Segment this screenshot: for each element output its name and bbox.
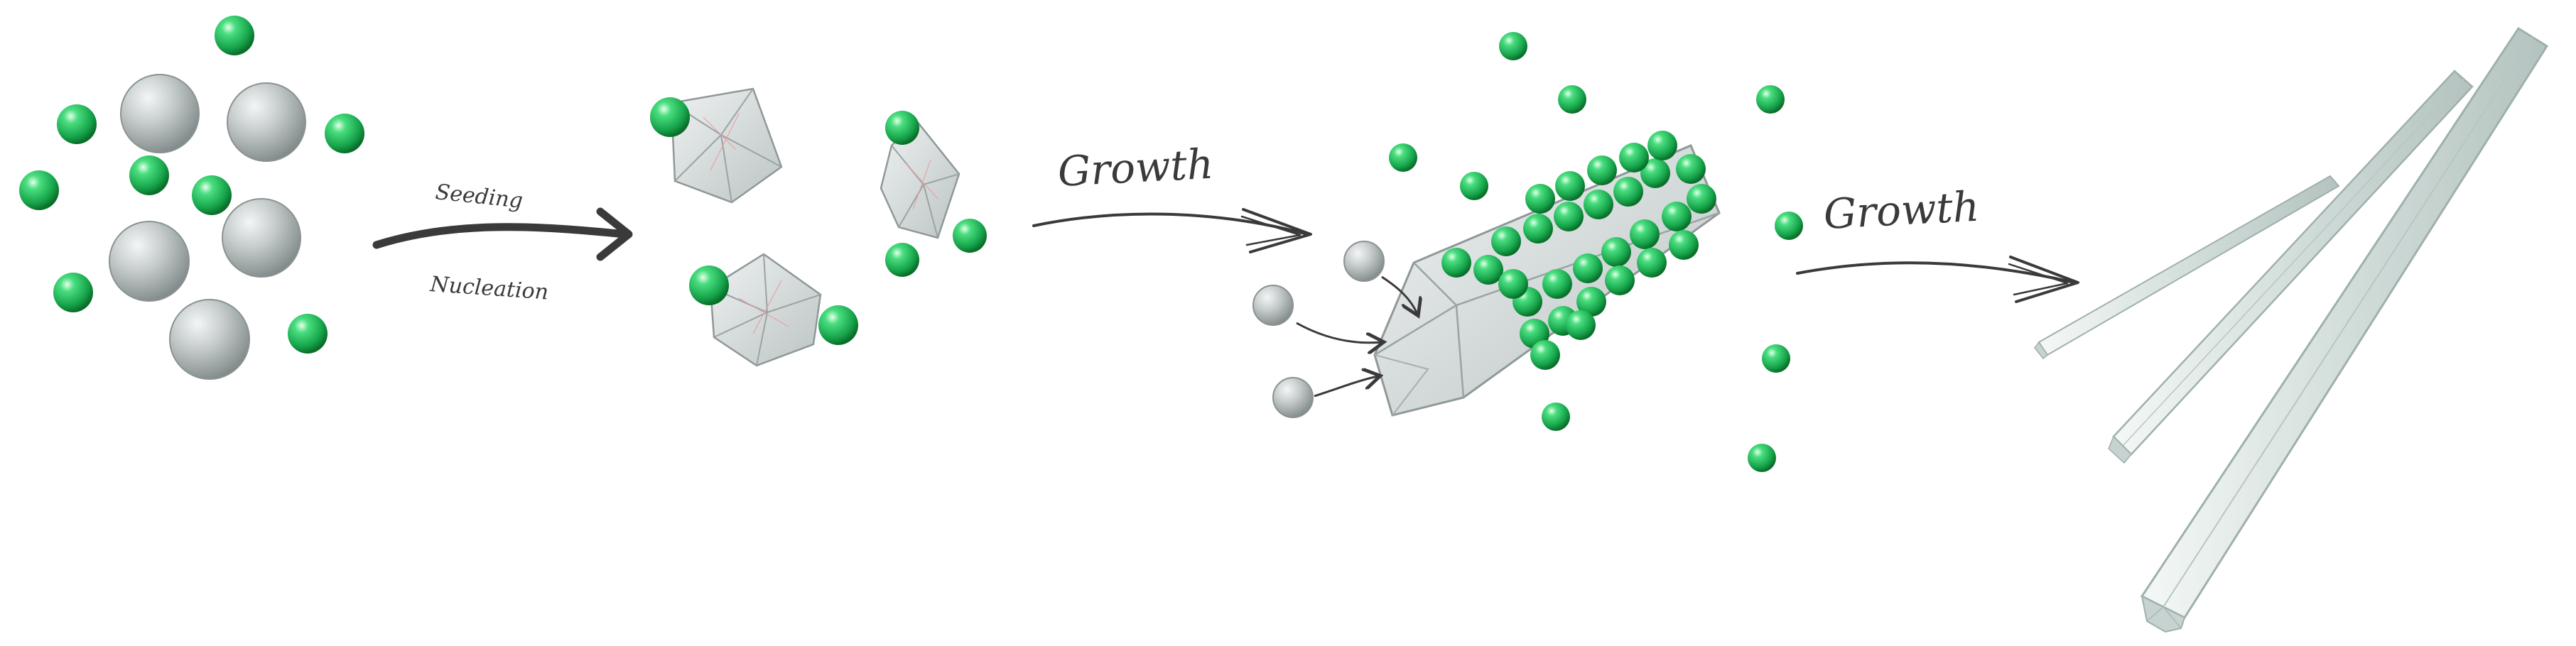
precursor-atom-icon bbox=[19, 16, 364, 354]
growth-arrow-2: Growth bbox=[1796, 182, 2079, 303]
stage-growth bbox=[1252, 32, 1803, 472]
stage-seeds bbox=[19, 16, 364, 380]
seed-particle-icon bbox=[1252, 241, 1385, 418]
precursor-atom-icon bbox=[1441, 131, 1716, 370]
crystal-nucleus-icon bbox=[880, 119, 960, 239]
precursor-atom-icon bbox=[650, 97, 987, 345]
growth-label-1: Growth bbox=[1056, 140, 1215, 196]
seeding-nucleation-arrow: Seeding Nucleation bbox=[372, 180, 633, 305]
seed-particle-icon bbox=[109, 74, 306, 380]
attachment-arrows bbox=[1296, 275, 1417, 398]
growth-arrow-1: Growth bbox=[1032, 140, 1312, 253]
nanorod-icon bbox=[2140, 26, 2549, 633]
stage-nanorods bbox=[2034, 26, 2549, 633]
precursor-atom-icon bbox=[1389, 32, 1803, 472]
crystal-nucleus-icon bbox=[670, 87, 783, 204]
growth-label-2: Growth bbox=[1822, 182, 1981, 239]
nanorod-icon bbox=[2034, 175, 2340, 360]
seeding-label: Seeding bbox=[434, 180, 524, 214]
crystal-nucleus-icon bbox=[709, 253, 822, 367]
nanorod-icon bbox=[2108, 70, 2474, 464]
stage-nucleation bbox=[650, 87, 987, 367]
nucleation-label: Nucleation bbox=[428, 272, 549, 305]
